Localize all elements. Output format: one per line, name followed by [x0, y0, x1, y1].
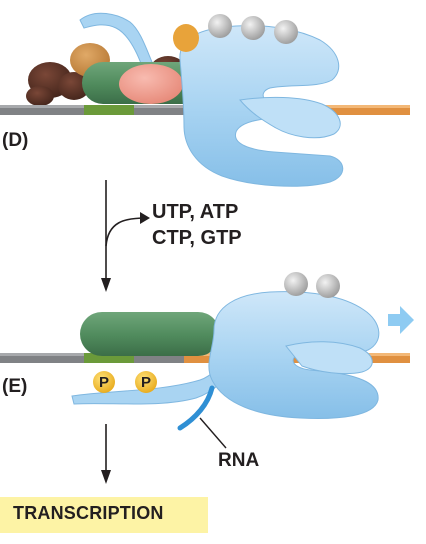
rna-label: RNA [218, 450, 259, 471]
tfiia-factor [173, 24, 199, 52]
panel-e: P P RNA (E) [0, 272, 414, 471]
ntp-line-2: CTP, GTP [152, 227, 242, 249]
tfiid-complex-e [80, 312, 220, 356]
rna-leader-line [199, 417, 227, 449]
direction-arrow [388, 306, 414, 334]
ntp-line-1: UTP, ATP [152, 201, 238, 223]
rna-polymerase-e [208, 291, 380, 419]
rna-polymerase-d [179, 25, 344, 187]
phosphate-label-2: P [141, 374, 151, 391]
phosphate-1: P [93, 371, 115, 393]
tfiih-factor [26, 62, 90, 106]
rna-strand [177, 385, 215, 431]
phosphate-2: P [135, 371, 157, 393]
ntp-balls-e [284, 272, 340, 298]
transcription-label: TRANSCRIPTION [0, 497, 208, 533]
transcription-arrow [101, 424, 111, 484]
ntp-balls-d [208, 14, 298, 44]
panel-d-label: (D) [2, 130, 28, 151]
tfiib-factor [119, 64, 183, 104]
phosphate-label-1: P [99, 374, 109, 391]
panel-d: (D) [0, 12, 410, 187]
nucleotide-addition-arrow: UTP, ATP CTP, GTP [101, 180, 242, 292]
panel-e-label: (E) [2, 376, 27, 397]
